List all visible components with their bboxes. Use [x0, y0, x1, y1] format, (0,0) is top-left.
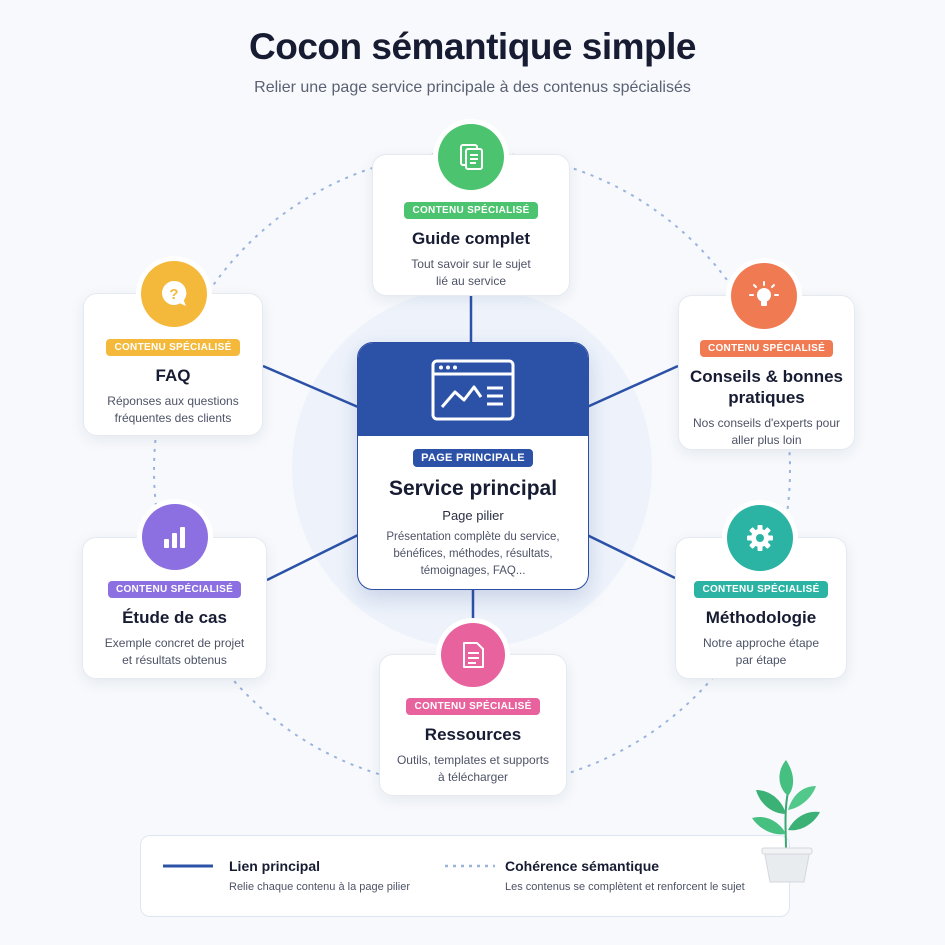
- gear-icon: [727, 505, 793, 571]
- main-service-card[interactable]: PAGE PRINCIPALE Service principal Page p…: [357, 342, 589, 590]
- legend-semantic: Cohérence sémantique Les contenus se com…: [505, 858, 745, 893]
- lightbulb-icon: [731, 263, 797, 329]
- link-faq: [262, 364, 359, 409]
- main-card-header: [358, 343, 588, 436]
- link-etude: [266, 533, 359, 582]
- card-title: Guide complet: [411, 229, 531, 248]
- solid-line-icon: [163, 864, 213, 868]
- main-subtitle: Page pilier: [442, 508, 504, 523]
- document-icon: [438, 124, 504, 190]
- legend-main-link: Lien principal Relie chaque contenu à la…: [229, 858, 411, 893]
- svg-text:?: ?: [169, 286, 178, 303]
- link-conseils: [586, 364, 679, 409]
- card-badge: CONTENU SPÉCIALISÉ: [694, 581, 828, 598]
- browser-window-icon: [431, 359, 515, 421]
- page-subtitle: Relier une page service principale à des…: [254, 79, 691, 96]
- semantic-ring: [153, 151, 791, 789]
- card-badge: CONTENU SPÉCIALISÉ: [106, 339, 240, 356]
- card-title: FAQ: [155, 366, 191, 385]
- bar-chart-icon: [142, 504, 208, 570]
- main-title: Service principal: [388, 477, 558, 500]
- file-icon: [441, 623, 505, 687]
- legend: Lien principal Relie chaque contenu à la…: [140, 835, 790, 917]
- card-title: Étude de cas: [122, 608, 227, 627]
- plant-icon: [752, 760, 820, 883]
- page-title: Cocon sémantique simple: [249, 26, 697, 67]
- card-title: Ressources: [424, 725, 522, 744]
- main-badge: PAGE PRINCIPALE: [413, 449, 533, 467]
- dotted-line-icon: [445, 864, 495, 868]
- card-title: Méthodologie: [705, 608, 817, 627]
- card-badge: CONTENU SPÉCIALISÉ: [406, 698, 540, 715]
- card-badge: CONTENU SPÉCIALISÉ: [107, 581, 242, 598]
- card-badge: CONTENU SPÉCIALISÉ: [404, 202, 538, 219]
- link-methodo: [586, 533, 676, 580]
- main-description: Présentation complète du service,bénéfic…: [386, 531, 560, 577]
- card-badge: CONTENU SPÉCIALISÉ: [699, 340, 834, 357]
- question-bubble-icon: ?: [141, 261, 207, 327]
